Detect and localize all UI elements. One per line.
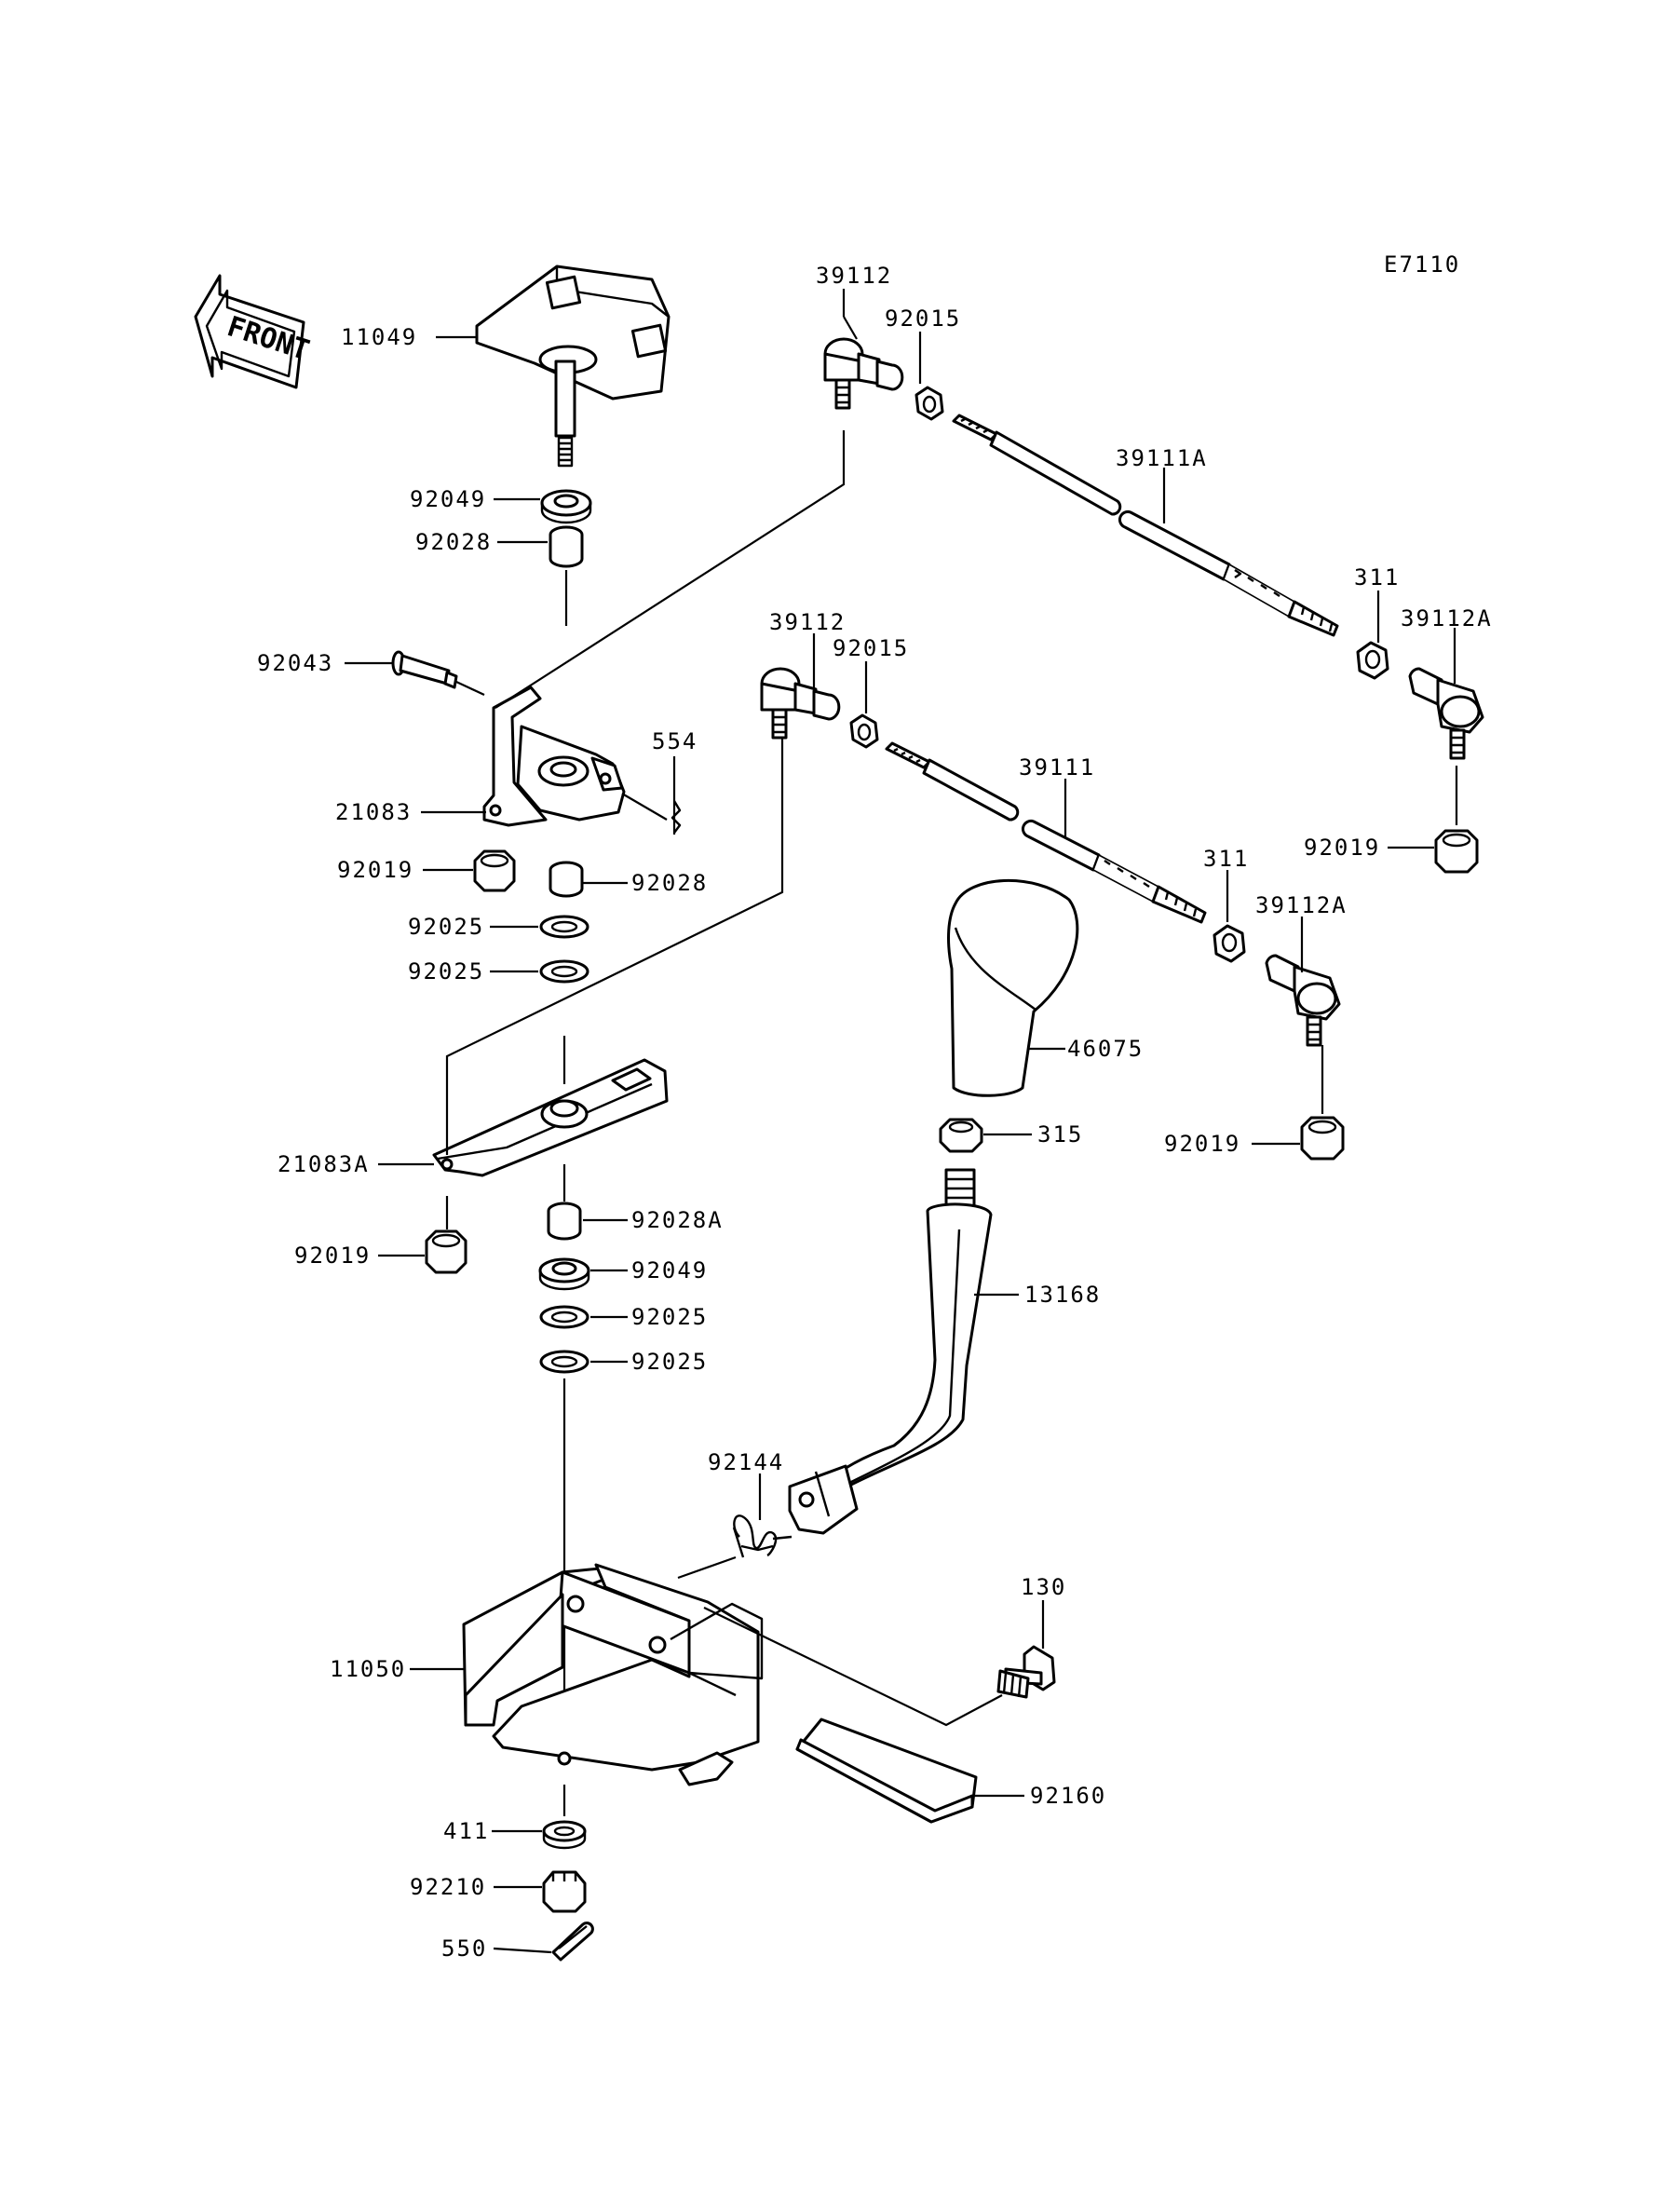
label-92043: 92043 [257, 650, 333, 676]
part-550-cotter-pin [551, 1922, 594, 1962]
part-92049-bearing-upper [540, 489, 592, 524]
label-92160: 92160 [1030, 1783, 1106, 1809]
label-550: 550 [441, 1935, 487, 1962]
label-92019-d: 92019 [1164, 1131, 1240, 1157]
part-13168-shift-lever [788, 1168, 993, 1535]
part-39111A-tie-rod [952, 414, 1339, 637]
part-92144-spring [732, 1514, 793, 1558]
part-311-nut-upper [1356, 641, 1389, 680]
part-92019-nut-a [473, 849, 516, 892]
axis-line-upper-rod [495, 430, 846, 709]
part-46075-knob [947, 878, 1079, 1097]
part-11049-bracket [475, 265, 671, 468]
part-92019-nut-b [425, 1229, 467, 1274]
label-311-b: 311 [1203, 846, 1249, 872]
diagram-code: E7110 [1384, 251, 1460, 278]
label-21083: 21083 [335, 799, 412, 825]
part-92210-castle-nut [542, 1870, 587, 1913]
part-92028A-bushing [547, 1202, 582, 1241]
part-39112A-ball-joint-lower [1265, 954, 1341, 1047]
label-39111A: 39111A [1116, 445, 1208, 471]
label-92049-upper: 92049 [410, 486, 486, 512]
label-21083A: 21083A [278, 1151, 370, 1177]
part-92025-washer-d [539, 1350, 589, 1374]
label-11049: 11049 [341, 324, 417, 350]
part-92019-nut-d [1300, 1116, 1345, 1161]
label-92049-lower: 92049 [631, 1257, 708, 1283]
part-92025-washer-a [539, 915, 589, 939]
label-311-a: 311 [1354, 564, 1400, 591]
label-92028-lower: 92028 [631, 870, 708, 896]
part-130-bolt [996, 1645, 1056, 1699]
part-39112A-ball-joint-upper [1408, 667, 1484, 760]
label-92025-a: 92025 [408, 914, 484, 940]
part-21083A-plate [432, 1058, 669, 1177]
label-39112-b: 39112 [769, 609, 846, 635]
part-92015-nut-lower [849, 713, 879, 749]
part-39112-ball-joint-lower [760, 667, 841, 740]
label-315: 315 [1037, 1121, 1083, 1148]
label-554: 554 [652, 728, 698, 754]
part-92160-pad [795, 1718, 978, 1824]
label-92028A: 92028A [631, 1207, 724, 1233]
part-21083-lever [482, 686, 626, 827]
label-92015-b: 92015 [833, 635, 909, 661]
label-39111: 39111 [1019, 754, 1095, 781]
label-13168: 13168 [1024, 1282, 1101, 1308]
label-11050: 11050 [330, 1656, 406, 1682]
part-92025-washer-c [539, 1305, 589, 1329]
part-311-nut-lower [1213, 924, 1246, 963]
part-411-washer [542, 1820, 587, 1850]
label-92025-d: 92025 [631, 1349, 708, 1375]
part-92025-washer-b [539, 959, 589, 984]
axis-line-lower-rod [445, 736, 784, 1155]
label-39112A-a: 39112A [1401, 605, 1493, 631]
part-92049-bearing-lower [538, 1257, 590, 1291]
label-92144: 92144 [708, 1449, 784, 1475]
label-46075: 46075 [1067, 1036, 1144, 1062]
label-39112A-b: 39112A [1255, 892, 1348, 918]
label-411: 411 [443, 1818, 489, 1844]
part-92028-bushing-upper [549, 525, 584, 568]
part-92015-nut-upper [915, 386, 944, 421]
label-130: 130 [1021, 1574, 1066, 1600]
label-39112-a: 39112 [816, 263, 892, 289]
label-92015-a: 92015 [885, 306, 961, 332]
part-92019-nut-c [1434, 829, 1479, 874]
leader-lever-bolt [677, 1555, 1003, 1727]
label-92019-a: 92019 [337, 857, 413, 883]
part-11050-housing [462, 1563, 764, 1786]
part-92028-bushing-lower [549, 861, 584, 898]
label-92025-b: 92025 [408, 958, 484, 985]
part-92043-pin [391, 650, 458, 689]
front-arrow-icon: FRONT [194, 274, 313, 389]
label-92019-b: 92019 [294, 1243, 371, 1269]
label-92025-c: 92025 [631, 1304, 708, 1330]
label-92028-upper: 92028 [415, 529, 492, 555]
part-554-clip [671, 800, 682, 834]
part-39112-ball-joint-upper [823, 337, 904, 410]
label-92210: 92210 [410, 1874, 486, 1900]
label-92019-c: 92019 [1304, 835, 1380, 861]
part-315-nut [939, 1118, 983, 1153]
part-39111-tie-rod [885, 741, 1207, 924]
